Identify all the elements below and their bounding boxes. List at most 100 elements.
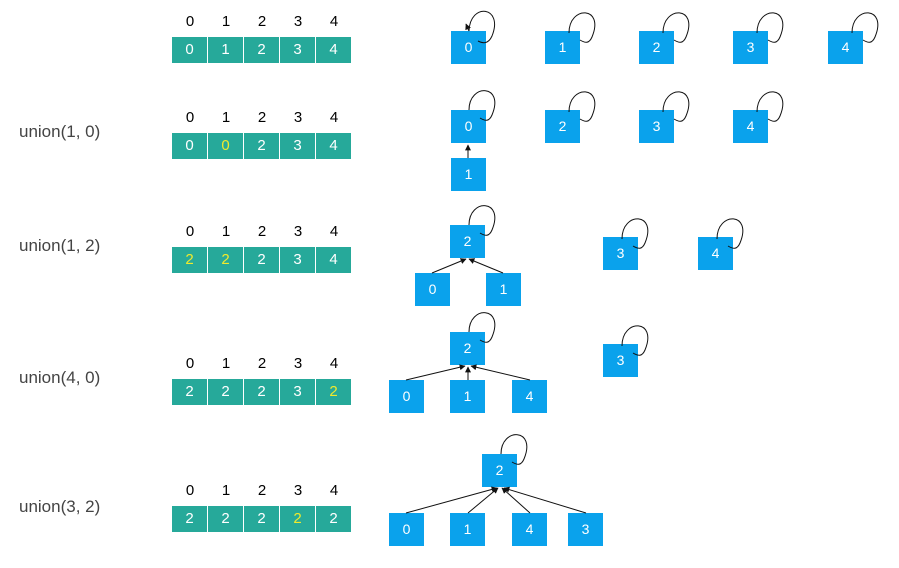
- self-loop-arrow: [568, 91, 596, 122]
- parent-cell-1-changed: 2: [208, 247, 244, 273]
- operation-label: union(4, 0): [19, 368, 101, 387]
- index-0: 0: [185, 13, 195, 30]
- tree-node-2: 2: [545, 110, 580, 143]
- parent-cell-1-changed: 0: [208, 133, 244, 159]
- index-3: 3: [293, 482, 303, 499]
- parent-cell-3: 3: [280, 37, 316, 63]
- parent-cell-0: 2: [172, 379, 208, 405]
- tree-node-1: 1: [451, 158, 486, 191]
- tree-node-4: 4: [698, 237, 733, 270]
- tree-node-0: 0: [451, 110, 486, 143]
- index-0: 0: [185, 482, 195, 499]
- tree-node-3: 3: [603, 344, 638, 377]
- tree-node-0: 0: [389, 380, 424, 413]
- index-0: 0: [185, 109, 195, 126]
- self-loop-arrow: [851, 12, 879, 43]
- index-2: 2: [257, 482, 267, 499]
- index-3: 3: [293, 355, 303, 372]
- self-loop-arrow: [756, 12, 784, 43]
- tree-node-4: 4: [512, 380, 547, 413]
- index-1: 1: [221, 355, 231, 372]
- parent-cell-3: 3: [280, 133, 316, 159]
- self-loop-arrow: [662, 91, 690, 122]
- tree-node-1: 1: [450, 513, 485, 546]
- index-3: 3: [293, 223, 303, 240]
- tree-node-3: 3: [639, 110, 674, 143]
- self-loop-arrow: [568, 12, 596, 43]
- parent-arrow: [503, 486, 587, 514]
- self-loop-arrow: [500, 434, 528, 465]
- parent-arrow: [468, 258, 504, 274]
- parent-cell-2: 2: [244, 506, 280, 532]
- step-union-1-0: union(1, 0) 0 1 2 3 4 0 0 2 3 4: [0, 100, 899, 200]
- self-loop-arrow: [621, 325, 649, 356]
- self-loop-arrow: [468, 205, 496, 236]
- operation-label: union(1, 0): [19, 122, 101, 141]
- parent-cell-2: 2: [244, 247, 280, 273]
- parent-cell-1: 1: [208, 37, 244, 63]
- parent-arrow: [467, 487, 499, 514]
- operation-label: union(1, 2): [19, 236, 101, 255]
- self-loop-arrow: [468, 10, 495, 44]
- parent-cell-2: 2: [244, 37, 280, 63]
- parent-cell-4-changed: 2: [316, 379, 351, 405]
- step-union-4-0: union(4, 0) 0 1 2 3 4 2 2 2 3 2: [0, 330, 899, 430]
- self-loop-arrow: [716, 218, 744, 249]
- parent-cell-0: 2: [172, 506, 208, 532]
- index-1: 1: [221, 13, 231, 30]
- parent-cell-3: 3: [280, 247, 316, 273]
- tree-node-0: 0: [389, 513, 424, 546]
- parent-arrow: [470, 364, 531, 381]
- index-1: 1: [221, 482, 231, 499]
- index-1: 1: [221, 223, 231, 240]
- tree-node-4: 4: [512, 513, 547, 546]
- step-union-1-2: union(1, 2) 0 1 2 3 4 2 2 2 3 4: [0, 210, 899, 310]
- index-4: 4: [329, 355, 339, 372]
- parent-cell-4: 2: [316, 506, 351, 532]
- index-3: 3: [293, 109, 303, 126]
- self-loop-arrow: [465, 23, 471, 32]
- parent-cell-1: 2: [208, 379, 244, 405]
- self-loop-arrow: [662, 12, 690, 43]
- tree-node-1: 1: [450, 380, 485, 413]
- index-0: 0: [185, 355, 195, 372]
- tree-node-0: 0: [415, 273, 450, 306]
- parent-cell-0: 0: [172, 133, 208, 159]
- self-loop-arrow: [468, 312, 496, 343]
- self-loop-arrow: [756, 91, 784, 122]
- tree-node-0: 0: [451, 31, 486, 64]
- tree-node-2: 2: [482, 454, 517, 487]
- tree-node-3: 3: [733, 31, 768, 64]
- index-0: 0: [185, 223, 195, 240]
- tree-node-3: 3: [568, 513, 603, 546]
- index-4: 4: [329, 13, 339, 30]
- step-initial: 0 1 2 3 4 0 1 2 3 4: [0, 0, 899, 100]
- self-loop-arrow: [621, 218, 649, 249]
- tree-node-2: 2: [450, 225, 485, 258]
- tree-node-2: 2: [450, 332, 485, 365]
- parent-arrow: [405, 364, 466, 381]
- parent-cell-3-changed: 2: [280, 506, 316, 532]
- index-2: 2: [257, 223, 267, 240]
- tree-node-2: 2: [639, 31, 674, 64]
- parent-cell-1: 2: [208, 506, 244, 532]
- index-4: 4: [329, 482, 339, 499]
- parent-cell-0-changed: 2: [172, 247, 208, 273]
- index-3: 3: [293, 13, 303, 30]
- tree-node-3: 3: [603, 237, 638, 270]
- tree-node-1: 1: [545, 31, 580, 64]
- index-2: 2: [257, 355, 267, 372]
- step-union-3-2: union(3, 2) 0 1 2 3 4 2 2 2 2 2: [0, 455, 899, 555]
- index-2: 2: [257, 13, 267, 30]
- index-1: 1: [221, 109, 231, 126]
- parent-cell-4: 4: [316, 37, 351, 63]
- index-4: 4: [329, 109, 339, 126]
- parent-cell-4: 4: [316, 247, 351, 273]
- parent-cell-0: 0: [172, 37, 208, 63]
- tree-node-4: 4: [733, 110, 768, 143]
- operation-label: union(3, 2): [19, 497, 101, 516]
- tree-node-1: 1: [486, 273, 521, 306]
- parent-cell-2: 2: [244, 379, 280, 405]
- index-2: 2: [257, 109, 267, 126]
